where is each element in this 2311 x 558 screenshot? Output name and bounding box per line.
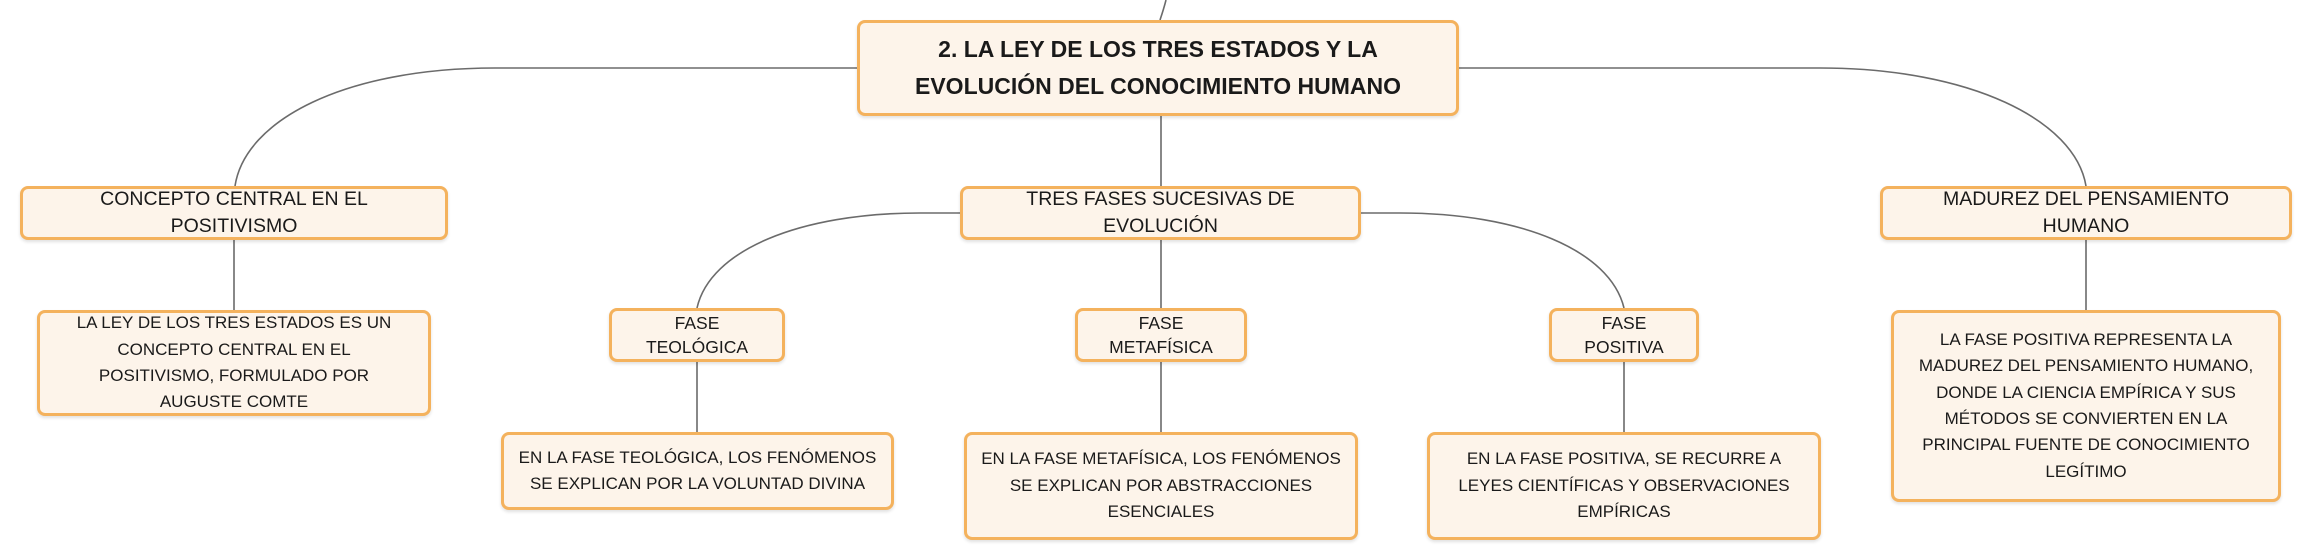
fase-positiva-node[interactable]: FASE POSITIVA bbox=[1549, 308, 1699, 362]
madurez-node[interactable]: MADUREZ DEL PENSAMIENTO HUMANO bbox=[1880, 186, 2292, 240]
connector-root-concepto bbox=[234, 67, 857, 187]
connector-fases-teologica bbox=[696, 212, 960, 309]
fase-teologica-desc-node[interactable]: EN LA FASE TEOLÓGICA, LOS FENÓMENOS SE E… bbox=[501, 432, 894, 510]
root-topic-node[interactable]: 2. LA LEY DE LOS TRES ESTADOS Y LA EVOLU… bbox=[857, 20, 1459, 116]
concepto-central-node[interactable]: CONCEPTO CENTRAL EN EL POSITIVISMO bbox=[20, 186, 448, 240]
fase-teologica-node[interactable]: FASE TEOLÓGICA bbox=[609, 308, 785, 362]
madurez-desc-node[interactable]: LA FASE POSITIVA REPRESENTA LA MADUREZ D… bbox=[1891, 310, 2281, 502]
fase-positiva-desc-node[interactable]: EN LA FASE POSITIVA, SE RECURRE A LEYES … bbox=[1427, 432, 1821, 540]
connector-fases-positiva bbox=[1361, 212, 1625, 309]
concepto-central-desc-node[interactable]: LA LEY DE LOS TRES ESTADOS ES UN CONCEPT… bbox=[37, 310, 431, 416]
fase-metafisica-node[interactable]: FASE METAFÍSICA bbox=[1075, 308, 1247, 362]
fase-metafisica-desc-node[interactable]: EN LA FASE METAFÍSICA, LOS FENÓMENOS SE … bbox=[964, 432, 1358, 540]
connector-root-madurez bbox=[1459, 67, 2087, 187]
connector-parent-root bbox=[1159, 0, 1167, 21]
tres-fases-node[interactable]: TRES FASES SUCESIVAS DE EVOLUCIÓN bbox=[960, 186, 1361, 240]
